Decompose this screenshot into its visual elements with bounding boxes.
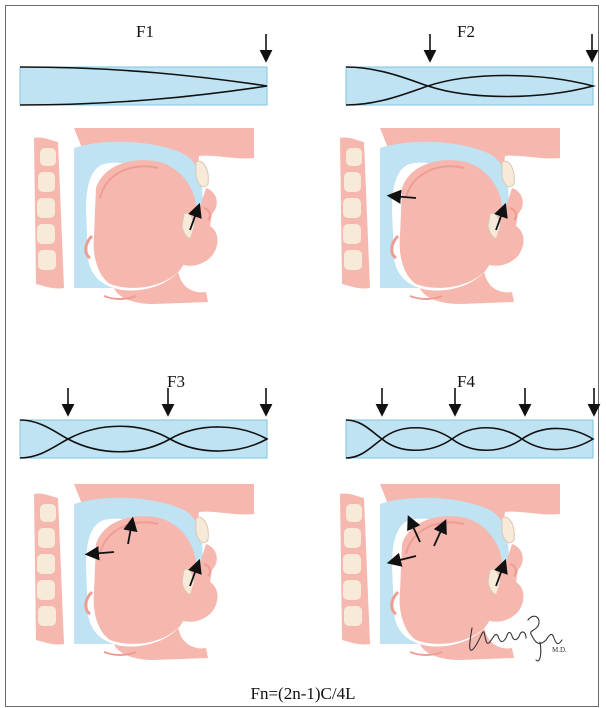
tube-f2: [346, 67, 593, 105]
panel-f4: [340, 388, 594, 660]
svg-text:M.D.: M.D.: [552, 646, 567, 654]
vocal-tract-f2: [340, 128, 560, 304]
panel-f1: [20, 34, 267, 304]
vocal-tract-f4: [340, 484, 560, 660]
tube-f3: [20, 420, 267, 458]
panel-f3: [20, 388, 267, 660]
panel-f2: [340, 34, 593, 304]
resonance-formula: Fn=(2n-1)C/4L: [251, 684, 356, 704]
vocal-tract-f3: [34, 484, 254, 660]
tube-f1: [20, 67, 267, 105]
vocal-tract-f1: [34, 128, 254, 304]
